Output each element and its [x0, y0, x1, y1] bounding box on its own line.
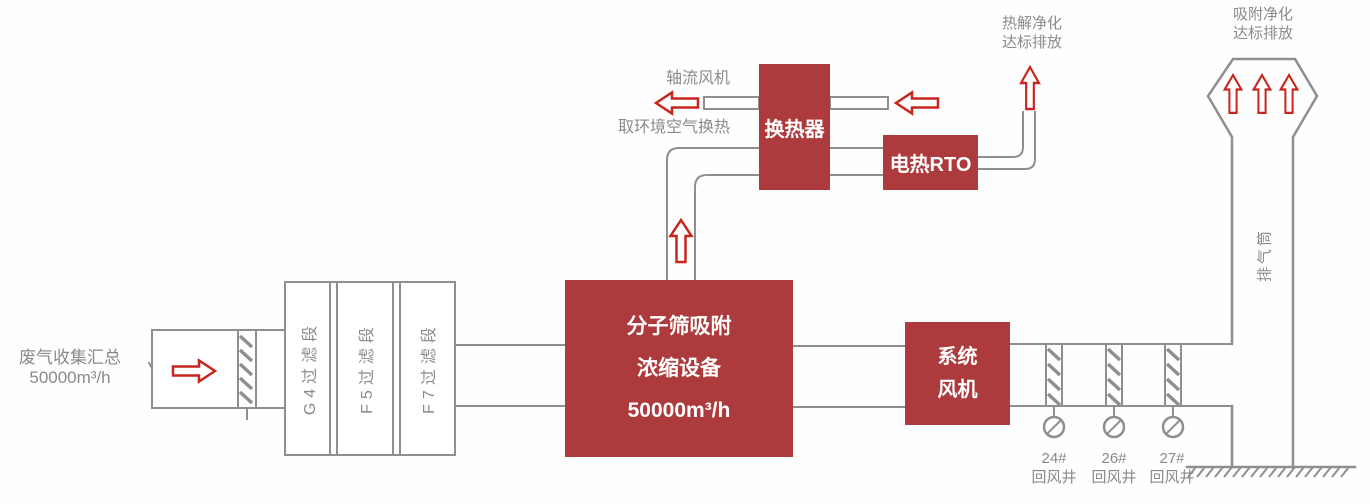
ambient-air-in-arrow-icon — [894, 91, 940, 115]
inlet-label: 废气收集汇总 50000m³/h — [4, 348, 136, 388]
filter-to-adsorber-ducts — [454, 344, 566, 407]
return-shaft-26-id: 26# — [1101, 450, 1127, 467]
adsorber-to-fan-ducts — [792, 345, 906, 408]
damper-26-icon — [1102, 343, 1126, 439]
system-fan-name-line1: 系统 — [937, 345, 978, 368]
damper-24-icon — [1042, 343, 1066, 439]
return-shaft-label-27: 27# 回风井 — [1140, 449, 1204, 487]
ground-icon — [1185, 465, 1357, 478]
filter-section-label-f7: F7过滤段 — [421, 322, 438, 414]
axial-fan-label: 轴流风机 — [666, 70, 731, 87]
rto-unit: 电热RTO — [883, 135, 978, 190]
inlet-flow: 50000m³/h — [29, 368, 111, 387]
return-shaft-27-id: 27# — [1159, 450, 1185, 467]
return-shaft-label-26: 26# 回风井 — [1082, 449, 1146, 487]
adsorber-outlet-pipe — [666, 147, 761, 282]
stack-emission-line1: 吸附净化 — [1232, 6, 1293, 23]
adsorber-capacity: 50000m³/h — [627, 398, 731, 422]
system-fan-name-line2: 风机 — [937, 378, 978, 401]
heat-exchanger-unit: 换热器 — [759, 64, 830, 190]
inlet-title: 废气收集汇总 — [19, 348, 121, 367]
stack-emission-arrow-3-icon — [1279, 73, 1299, 115]
return-shaft-24-name: 回风井 — [1031, 469, 1077, 486]
damper-27-icon — [1161, 343, 1185, 439]
adsorber-unit: 分子筛吸附 浓缩设备 50000m³/h — [565, 280, 793, 457]
concentrate-flow-arrow-icon — [669, 218, 693, 264]
rto-emission-arrow-icon — [1019, 65, 1041, 111]
hx-to-rto-pipes — [829, 147, 884, 176]
stack-emission-line2: 达标排放 — [1232, 25, 1293, 42]
rto-emission-label: 热解净化 达标排放 — [988, 14, 1076, 52]
adsorber-name-line2: 浓缩设备 — [637, 356, 721, 380]
inlet-duct — [147, 329, 286, 420]
return-shaft-26-name: 回风井 — [1091, 469, 1137, 486]
rto-outlet-pipe — [977, 111, 1036, 170]
stack-emission-arrow-2-icon — [1252, 73, 1272, 115]
stack-emission-label: 吸附净化 达标排放 — [1221, 5, 1305, 43]
filter-section-label-f5: F5过滤段 — [359, 322, 376, 414]
exhaust-stack-outline — [1206, 57, 1319, 469]
rto-emission-line1: 热解净化 — [1001, 15, 1062, 32]
ambient-air-out-arrow-icon — [654, 91, 700, 115]
stack-emission-arrow-1-icon — [1223, 73, 1243, 115]
filter-section-label-g4: G4过滤段 — [302, 320, 319, 416]
return-shaft-label-24: 24# 回风井 — [1022, 449, 1086, 487]
return-shaft-24-id: 24# — [1041, 450, 1067, 467]
heat-exchanger-name: 换热器 — [764, 118, 825, 141]
return-shaft-27-name: 回风井 — [1149, 469, 1195, 486]
adsorber-name-line1: 分子筛吸附 — [626, 314, 732, 338]
prefilter-box — [284, 281, 456, 456]
system-fan-unit: 系统 风机 — [905, 322, 1010, 425]
ambient-air-label: 取环境空气换热 — [618, 119, 731, 136]
rto-emission-line2: 达标排放 — [1001, 34, 1062, 51]
stack-name-label: 排气筒 — [1256, 227, 1274, 283]
rto-name: 电热RTO — [889, 154, 972, 176]
